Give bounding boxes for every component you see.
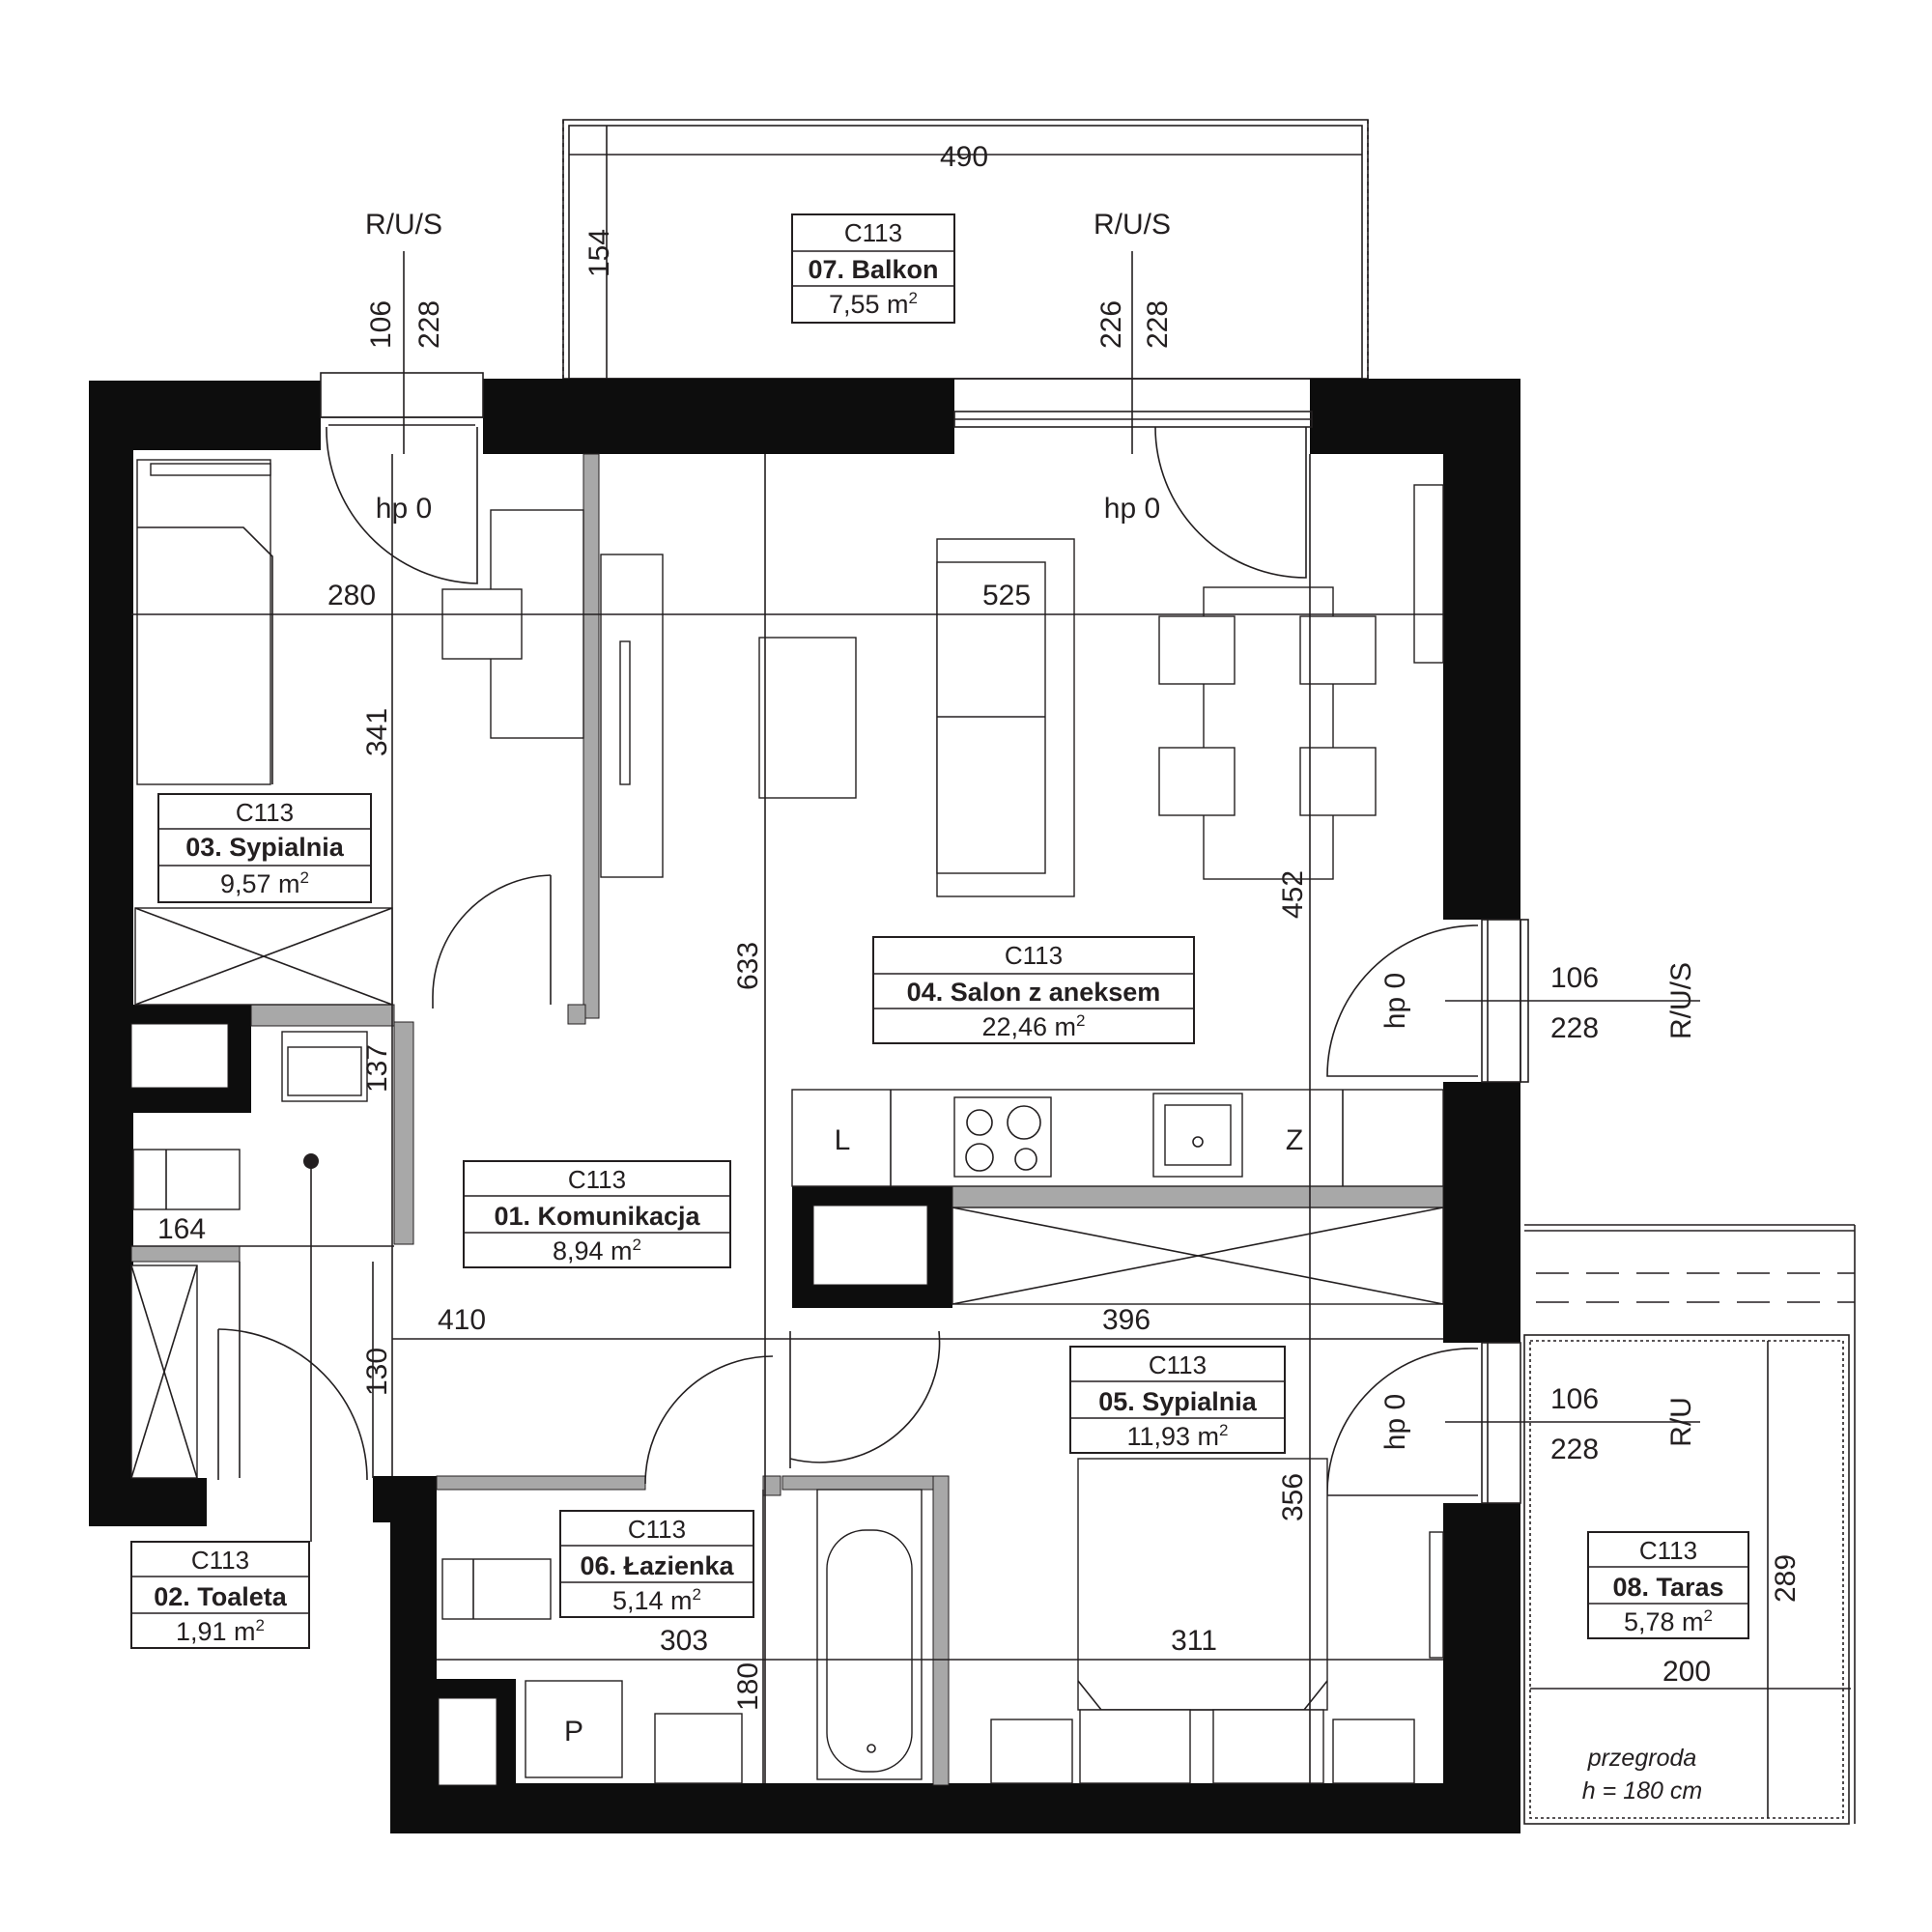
note-line2: h = 180 cm bbox=[1582, 1777, 1702, 1804]
room-name: 07. Balkon bbox=[808, 255, 938, 284]
dimension-texts: 490 154 280 341 525 452 633 137 164 410 … bbox=[157, 141, 1802, 1711]
room-name: 06. Łazienka bbox=[580, 1551, 734, 1580]
dim-bedroom03-depth: 341 bbox=[361, 708, 393, 756]
dim-hall-width: 410 bbox=[438, 1304, 486, 1336]
terrace-outline bbox=[1523, 1224, 1856, 1825]
opening-height: 228 bbox=[1550, 1012, 1599, 1044]
room-area: 9,57 m2 bbox=[220, 868, 309, 898]
room-code: C113 bbox=[628, 1515, 686, 1544]
note-line1: przegroda bbox=[1587, 1745, 1697, 1772]
room-name: 08. Taras bbox=[1612, 1573, 1723, 1602]
opening-type: R/U/S bbox=[1094, 209, 1171, 241]
opening-height: 228 bbox=[413, 300, 445, 349]
door-level: hp 0 bbox=[1104, 493, 1160, 525]
room-name: 04. Salon z aneksem bbox=[907, 978, 1161, 1007]
room-area: 11,93 m2 bbox=[1126, 1421, 1228, 1451]
room-area: 1,91 m2 bbox=[176, 1616, 265, 1646]
room-code: C113 bbox=[191, 1546, 249, 1575]
room-code: C113 bbox=[1149, 1350, 1207, 1379]
opening-sill: 106 bbox=[1550, 1383, 1599, 1415]
room-label-balkon: C113 07. Balkon 7,55 m2 bbox=[791, 213, 955, 324]
room-code: C113 bbox=[1005, 941, 1063, 970]
opening-label-4: R/U 106 228 hp 0 bbox=[1379, 1383, 1697, 1465]
dim-living-width: 525 bbox=[982, 580, 1031, 611]
room-label-komunikacja: C113 01. Komunikacja 8,94 m2 bbox=[463, 1160, 731, 1268]
dim-balcony-width: 490 bbox=[940, 141, 988, 173]
dim-terrace-depth: 289 bbox=[1770, 1554, 1802, 1603]
dim-terrace-width: 200 bbox=[1662, 1656, 1711, 1688]
opening-height: 228 bbox=[1550, 1434, 1599, 1465]
dim-living-depth: 452 bbox=[1277, 870, 1309, 919]
dim-bedroom03-width: 280 bbox=[327, 580, 376, 611]
bath-p-label: P bbox=[564, 1716, 583, 1747]
door-level: hp 0 bbox=[1379, 973, 1411, 1029]
furniture bbox=[130, 459, 1444, 1784]
opening-type: R/U/S bbox=[365, 209, 442, 241]
dim-hall-short: 130 bbox=[361, 1348, 393, 1396]
room-area: 5,14 m2 bbox=[612, 1585, 701, 1615]
balcony-outline bbox=[562, 119, 1369, 380]
dim-bedroom05-depth: 356 bbox=[1277, 1473, 1309, 1521]
dimension-lines bbox=[131, 126, 1851, 1818]
room-name: 05. Sypialnia bbox=[1098, 1387, 1258, 1416]
opening-label-2: R/U/S 226 228 hp 0 bbox=[1094, 209, 1174, 525]
partition-walls bbox=[130, 453, 1444, 1786]
opening-sill: 106 bbox=[365, 300, 397, 349]
room-area: 7,55 m2 bbox=[829, 289, 918, 319]
opening-height: 228 bbox=[1142, 300, 1174, 349]
room-label-lazienka: C113 06. Łazienka 5,14 m2 bbox=[559, 1510, 754, 1618]
dim-toilet-width: 164 bbox=[157, 1213, 206, 1245]
door-level: hp 0 bbox=[1379, 1394, 1411, 1450]
opening-sill: 106 bbox=[1550, 962, 1599, 994]
kitchen-l-label: L bbox=[835, 1124, 851, 1156]
room-name: 02. Toaleta bbox=[154, 1582, 288, 1611]
room-area: 8,94 m2 bbox=[553, 1236, 641, 1265]
partition-note: przegroda h = 180 cm bbox=[1582, 1745, 1702, 1804]
room-label-sypialnia-05: C113 05. Sypialnia 11,93 m2 bbox=[1069, 1346, 1286, 1454]
dim-bedroom05-width: 396 bbox=[1102, 1304, 1151, 1336]
dim-bath-width: 303 bbox=[660, 1625, 708, 1657]
opening-type: R/U bbox=[1665, 1397, 1697, 1447]
opening-type: R/U/S bbox=[1665, 962, 1697, 1039]
room-area: 5,78 m2 bbox=[1624, 1606, 1713, 1636]
door-swings bbox=[217, 426, 1479, 1496]
dim-bedroom05-inner: 311 bbox=[1171, 1625, 1217, 1657]
room-code: C113 bbox=[1639, 1536, 1697, 1565]
dim-toilet-depth: 137 bbox=[361, 1044, 393, 1093]
room-code: C113 bbox=[568, 1165, 626, 1194]
room-name: 03. Sypialnia bbox=[185, 833, 345, 862]
opening-label-3: R/U/S 106 228 hp 0 bbox=[1379, 962, 1697, 1044]
door-level: hp 0 bbox=[376, 493, 432, 525]
kitchen-z-label: Z bbox=[1286, 1124, 1303, 1156]
opening-label-1: R/U/S 106 228 hp 0 bbox=[365, 209, 445, 525]
room-label-salon: C113 04. Salon z aneksem 22,46 m2 bbox=[872, 936, 1195, 1044]
room-code: C113 bbox=[236, 798, 294, 827]
room-name: 01. Komunikacja bbox=[494, 1202, 700, 1231]
room-label-taras: C113 08. Taras 5,78 m2 bbox=[1587, 1531, 1749, 1639]
room-label-sypialnia-03: C113 03. Sypialnia 9,57 m2 bbox=[157, 793, 372, 903]
dim-balcony-depth: 154 bbox=[583, 229, 615, 277]
room-code: C113 bbox=[844, 218, 902, 247]
dim-bath-depth: 180 bbox=[732, 1662, 764, 1711]
opening-sill: 226 bbox=[1095, 300, 1127, 349]
dim-hall-depth: 633 bbox=[732, 942, 764, 990]
room-area: 22,46 m2 bbox=[981, 1011, 1085, 1041]
room-label-toaleta: C113 02. Toaleta 1,91 m2 bbox=[130, 1541, 310, 1649]
